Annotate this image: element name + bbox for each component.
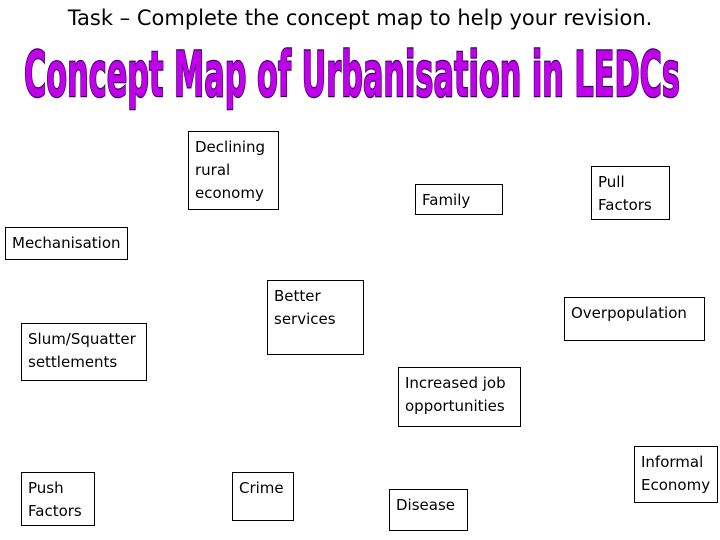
concept-pull-factors: Pull Factors: [591, 166, 670, 220]
concept-family: Family: [415, 184, 503, 215]
concept-crime: Crime: [232, 472, 294, 521]
task-instruction: Task – Complete the concept map to help …: [67, 6, 653, 30]
concept-declining-rural-economy: Declining rural economy: [188, 131, 279, 210]
title-wordart: Concept Map of Urbanisation in LEDCs: [24, 38, 680, 111]
concept-disease: Disease: [389, 489, 468, 531]
concept-mechanisation: Mechanisation: [5, 227, 128, 260]
concept-better-services: Better services: [267, 280, 364, 355]
concept-overpopulation: Overpopulation: [564, 297, 705, 341]
page-title: Concept Map of Urbanisation in LEDCs: [0, 30, 720, 114]
concept-push-factors: Push Factors: [21, 472, 95, 526]
concept-increased-job-opportunities: Increased job opportunities: [398, 367, 521, 427]
concept-informal-economy: Informal Economy: [634, 446, 718, 503]
concept-slum-squatter-settlements: Slum/Squatter settlements: [21, 323, 147, 381]
